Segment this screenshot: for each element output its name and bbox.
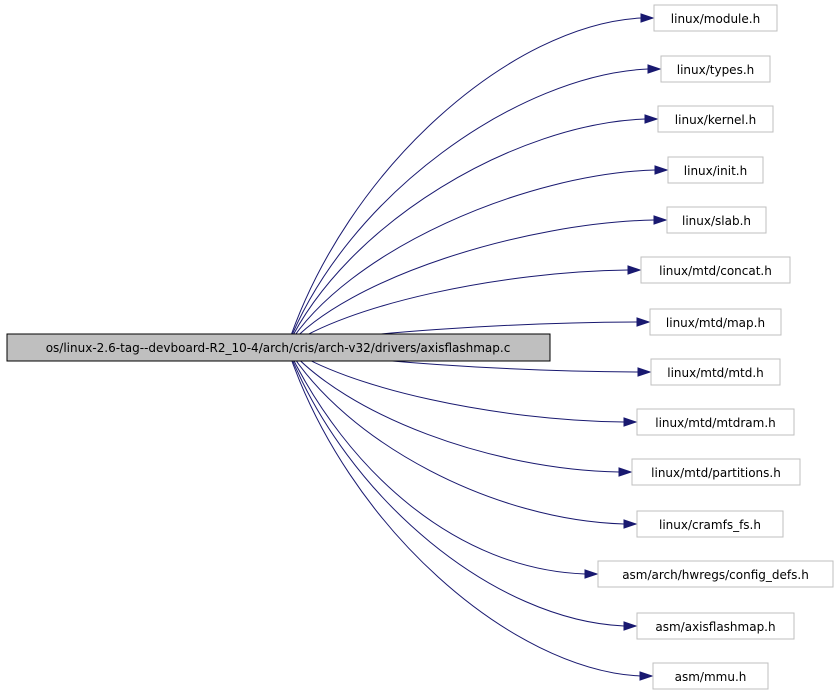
include-node[interactable]: linux/mtd/concat.h — [640, 256, 791, 284]
include-edge — [286, 68, 649, 348]
include-node[interactable]: linux/mtd/mtdram.h — [636, 408, 795, 436]
arrowhead — [623, 519, 638, 529]
arrowhead — [584, 569, 599, 579]
include-node-box — [660, 55, 771, 83]
include-node-label: linux/cramfs_fs.h — [659, 518, 761, 532]
include-edge — [286, 346, 625, 525]
include-node[interactable]: asm/axisflashmap.h — [636, 612, 795, 640]
include-node-box — [636, 408, 795, 436]
include-node-box — [657, 105, 774, 133]
include-node-box — [631, 458, 801, 486]
include-edge — [286, 346, 586, 575]
include-node-label: linux/init.h — [684, 164, 747, 178]
include-node-box — [650, 358, 781, 386]
include-node[interactable]: linux/cramfs_fs.h — [636, 510, 784, 538]
arrowhead — [636, 317, 651, 327]
arrowhead — [623, 417, 638, 427]
arrowhead — [640, 13, 655, 23]
include-node-box — [636, 612, 795, 640]
include-edge — [286, 169, 656, 348]
include-edge — [286, 346, 625, 423]
include-edge — [286, 346, 620, 473]
include-node-label: linux/module.h — [671, 12, 760, 26]
edges-layer — [286, 13, 669, 681]
include-edge — [286, 346, 641, 677]
include-node-label: asm/arch/hwregs/config_defs.h — [622, 568, 809, 582]
include-node-label: linux/mtd/mtd.h — [667, 366, 764, 380]
arrowhead — [637, 367, 652, 377]
include-node-label: linux/mtd/mtdram.h — [655, 416, 776, 430]
arrowhead — [647, 64, 662, 74]
include-node-box — [653, 4, 778, 32]
include-node-label: asm/axisflashmap.h — [655, 620, 775, 634]
include-node-label: linux/kernel.h — [675, 113, 756, 127]
arrowhead — [623, 621, 638, 631]
arrowhead — [654, 165, 669, 175]
include-node-box — [667, 156, 764, 184]
include-node[interactable]: linux/init.h — [667, 156, 764, 184]
include-node[interactable]: linux/slab.h — [666, 206, 767, 234]
include-node-box — [666, 206, 767, 234]
arrowhead — [618, 467, 633, 477]
root-file-label: os/linux-2.6-tag--devboard-R2_10-4/arch/… — [46, 341, 511, 355]
arrowhead — [627, 265, 642, 275]
root-file-box — [6, 333, 551, 362]
include-node[interactable]: linux/module.h — [653, 4, 778, 32]
include-node[interactable]: linux/mtd/mtd.h — [650, 358, 781, 386]
include-node[interactable]: linux/mtd/partitions.h — [631, 458, 801, 486]
include-node-box — [649, 308, 782, 336]
include-node-label: linux/mtd/concat.h — [659, 264, 772, 278]
arrowhead — [644, 114, 659, 124]
include-node-box — [597, 560, 834, 588]
root-file-node[interactable]: os/linux-2.6-tag--devboard-R2_10-4/arch/… — [6, 333, 551, 362]
include-node-box — [652, 662, 769, 690]
include-node[interactable]: asm/mmu.h — [652, 662, 769, 690]
include-node[interactable]: linux/kernel.h — [657, 105, 774, 133]
nodes-layer: os/linux-2.6-tag--devboard-R2_10-4/arch/… — [6, 4, 834, 690]
include-node-label: linux/mtd/map.h — [666, 316, 765, 330]
include-edge — [286, 219, 655, 348]
include-node[interactable]: linux/types.h — [660, 55, 771, 83]
arrowhead — [653, 215, 668, 225]
include-node-label: linux/types.h — [677, 63, 755, 77]
include-node[interactable]: asm/arch/hwregs/config_defs.h — [597, 560, 834, 588]
include-node-label: asm/mmu.h — [675, 670, 747, 684]
include-edge — [286, 346, 625, 627]
include-node-box — [640, 256, 791, 284]
include-node[interactable]: linux/mtd/map.h — [649, 308, 782, 336]
include-edge — [286, 269, 629, 348]
arrowhead — [639, 671, 654, 681]
include-node-label: linux/slab.h — [682, 214, 751, 228]
include-node-label: linux/mtd/partitions.h — [651, 466, 781, 480]
include-edge — [286, 17, 642, 348]
include-edge — [286, 118, 646, 348]
include-node-box — [636, 510, 784, 538]
